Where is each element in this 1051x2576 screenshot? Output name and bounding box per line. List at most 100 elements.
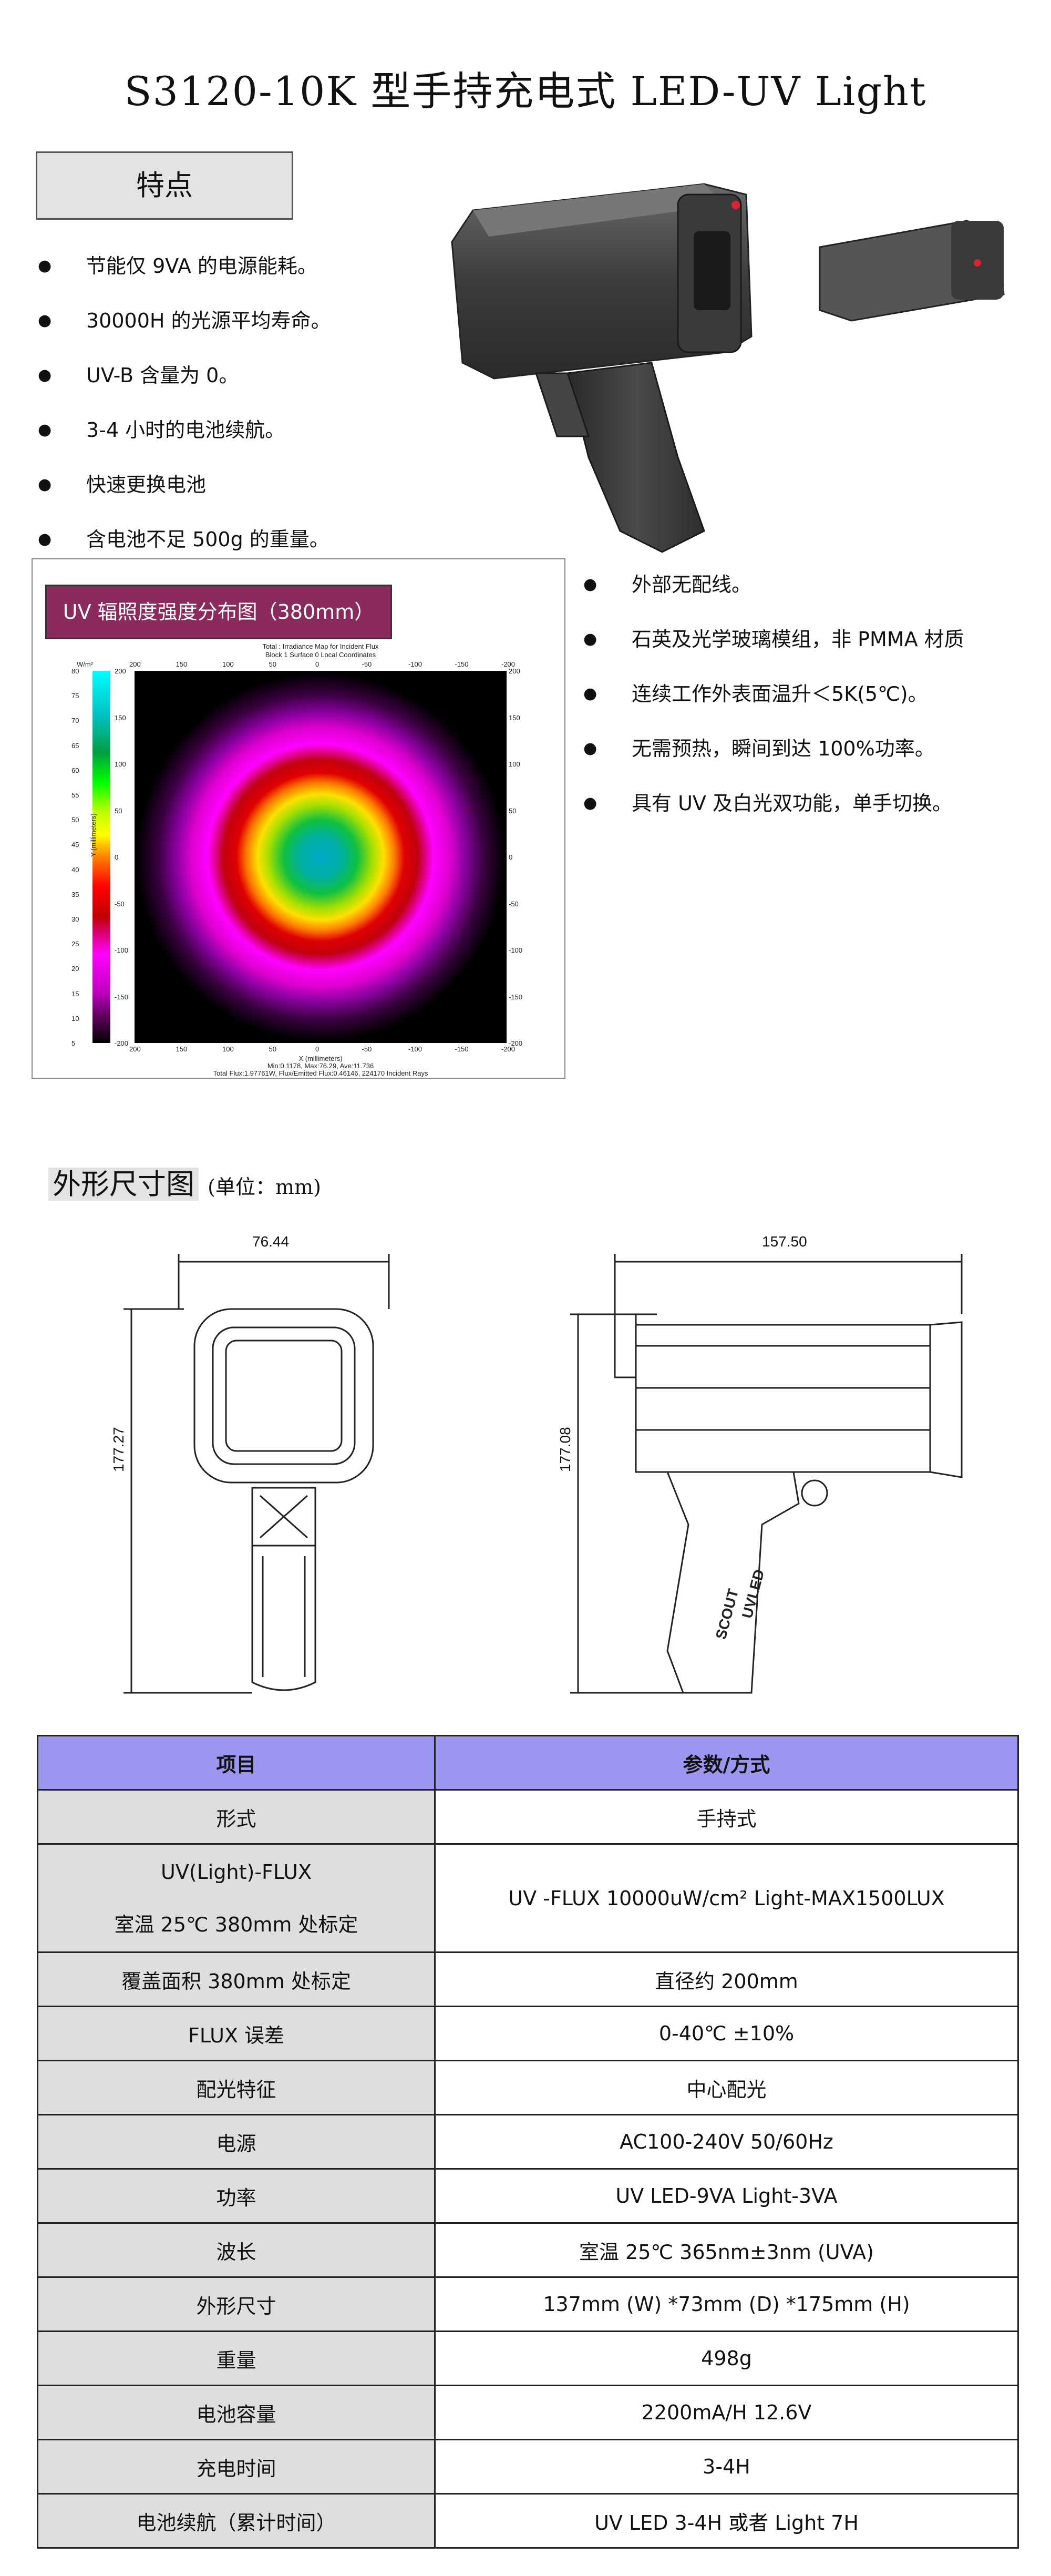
table-header-row: 项目 参数/方式 (37, 1735, 1019, 1791)
y-right-tick-label: -200 (509, 1039, 523, 1047)
row-key: 充电时间 (37, 2439, 436, 2495)
table-row: 形式 手持式 (37, 1789, 1019, 1845)
table-row: 覆盖面积 380mm 处标定 直径约 200mm (37, 1951, 1019, 2007)
row-key: 形式 (37, 1789, 436, 1845)
row-value: UV -FLUX 10000uW/cm² Light-MAX1500LUX (434, 1843, 1019, 1953)
row-key: 电池容量 (37, 2385, 436, 2440)
feature-item: 连续工作外表面温升＜5K(5℃)。 (583, 673, 1046, 728)
x-bottom-tick-label: -150 (455, 1045, 469, 1053)
y-right-tick-label: -150 (509, 993, 523, 1001)
colorbar-tick-label: 80 (71, 667, 79, 675)
product-photo (451, 183, 1005, 553)
feature-item: 3-4 小时的电池续航。 (38, 409, 563, 464)
y-left-tick-label: -100 (115, 946, 129, 954)
colorbar (92, 671, 110, 1043)
row-key: 功率 (37, 2168, 436, 2224)
y-right-tick-label: 0 (509, 853, 513, 861)
x-bottom-tick-label: -200 (501, 1045, 516, 1053)
row-key: 重量 (37, 2330, 436, 2386)
colorbar-tick-label: 5 (71, 1039, 76, 1047)
row-key: 配光特征 (37, 2060, 436, 2115)
row-value: 3-4H (434, 2439, 1019, 2495)
row-value: 0-40℃ ±10% (434, 2006, 1019, 2061)
y-right-tick-label: -50 (509, 899, 519, 908)
x-bottom-tick-label: 150 (176, 1045, 188, 1053)
colorbar-tick-label: 25 (71, 940, 79, 948)
y-left-tick-label: -50 (115, 899, 125, 908)
x-bottom-tick-label: 100 (222, 1045, 234, 1053)
features-list-left: 节能仅 9VA 的电源能耗。 30000H 的光源平均寿命。 UV-B 含量为 … (38, 245, 563, 573)
y-right-tick-label: 200 (509, 667, 520, 675)
feature-item: 具有 UV 及白光双功能，单手切换。 (583, 782, 1046, 837)
row-key: 电池续航（累计时间） (37, 2493, 436, 2549)
y-axis-label: Y (millimeters) (89, 813, 97, 857)
row-key-line2: 室温 25℃ 380mm 处标定 (114, 1913, 358, 1936)
x-top-tick-label: -100 (408, 660, 423, 668)
row-value: 中心配光 (434, 2060, 1019, 2115)
side-width-dim: 157.50 (762, 1233, 807, 1250)
y-right-tick-label: 100 (509, 760, 520, 768)
table-row: UV(Light)-FLUX 室温 25℃ 380mm 处标定 UV -FLUX… (37, 1843, 1019, 1953)
x-top-tick-label: 200 (129, 660, 141, 668)
grip-label-uvled: UVLED (739, 1568, 768, 1620)
x-top-tick-label: -150 (455, 660, 469, 668)
x-top-tick-label: 50 (269, 660, 276, 668)
x-bottom-tick-label: -50 (362, 1045, 372, 1053)
x-bottom-tick-label: 50 (269, 1045, 276, 1053)
irradiance-heatmap (135, 671, 507, 1043)
front-view-drawing (123, 1254, 390, 1694)
front-width-dim: 76.44 (252, 1233, 290, 1250)
x-top-tick-label: -50 (362, 660, 372, 668)
x-top-tick-label: 0 (315, 660, 320, 668)
chart-footer-1: Min:0.1178, Max:76.29, Ave:11.736 (267, 1062, 374, 1070)
irradiance-heading: UV 辐照度强度分布图（380mm） (45, 585, 392, 639)
features-heading: 特点 (36, 151, 293, 220)
row-key: 覆盖面积 380mm 处标定 (37, 1951, 436, 2007)
colorbar-tick-label: 75 (71, 692, 79, 700)
row-value: UV LED 3-4H 或者 Light 7H (434, 2493, 1019, 2549)
y-left-tick-label: -200 (115, 1039, 129, 1047)
row-key: UV(Light)-FLUX 室温 25℃ 380mm 处标定 (37, 1843, 436, 1953)
row-value: 137mm (W) *73mm (D) *175mm (H) (434, 2276, 1019, 2332)
x-top-tick-label: -200 (501, 660, 516, 668)
x-axis-label: X (millimeters) (298, 1055, 343, 1062)
table-row: 充电时间 3-4H (37, 2439, 1019, 2495)
table-row: 电池容量 2200mA/H 12.6V (37, 2385, 1019, 2440)
feature-item: 节能仅 9VA 的电源能耗。 (38, 245, 563, 300)
colorbar-tick-label: 50 (71, 816, 79, 824)
colorbar-label: W/m² (77, 660, 94, 668)
feature-item: UV-B 含量为 0。 (38, 354, 563, 409)
row-value: 手持式 (434, 1789, 1019, 1845)
feature-item: 石英及光学玻璃模组，非 PMMA 材质 (583, 618, 1046, 673)
chart-title: Total : Irradiance Map for Incident Flux (262, 642, 379, 650)
row-value: AC100-240V 50/60Hz (434, 2114, 1019, 2170)
feature-item: 含电池不足 500g 的重量。 (38, 518, 563, 573)
table-row: 配光特征 中心配光 (37, 2060, 1019, 2115)
colorbar-tick-label: 70 (71, 717, 79, 725)
chart-subtitle: Block 1 Surface 0 Local Coordinates (265, 651, 376, 659)
y-left-tick-label: 0 (115, 853, 119, 861)
table-header-param: 参数/方式 (434, 1735, 1019, 1791)
dimension-heading: 外形尺寸图 (单位：mm) (48, 1161, 321, 1202)
row-value: 2200mA/H 12.6V (434, 2385, 1019, 2440)
x-top-tick-label: 100 (222, 660, 234, 668)
row-key-line1: UV(Light)-FLUX (161, 1860, 312, 1884)
row-value: 室温 25℃ 365nm±3nm (UVA) (434, 2222, 1019, 2278)
colorbar-tick-label: 55 (71, 791, 79, 799)
row-key: FLUX 误差 (37, 2006, 436, 2061)
feature-item: 快速更换电池 (38, 464, 563, 518)
dimension-heading-text: 外形尺寸图 (48, 1168, 199, 1201)
colorbar-tick-label: 10 (71, 1014, 79, 1023)
y-right-tick-label: 150 (509, 713, 520, 722)
row-key: 波长 (37, 2222, 436, 2278)
row-key: 电源 (37, 2114, 436, 2170)
table-row: 波长 室温 25℃ 365nm±3nm (UVA) (37, 2222, 1019, 2278)
feature-item: 无需预热，瞬间到达 100%功率。 (583, 728, 1046, 782)
x-bottom-tick-label: -100 (408, 1045, 423, 1053)
table-row: 外形尺寸 137mm (W) *73mm (D) *175mm (H) (37, 2276, 1019, 2332)
table-row: 功率 UV LED-9VA Light-3VA (37, 2168, 1019, 2224)
